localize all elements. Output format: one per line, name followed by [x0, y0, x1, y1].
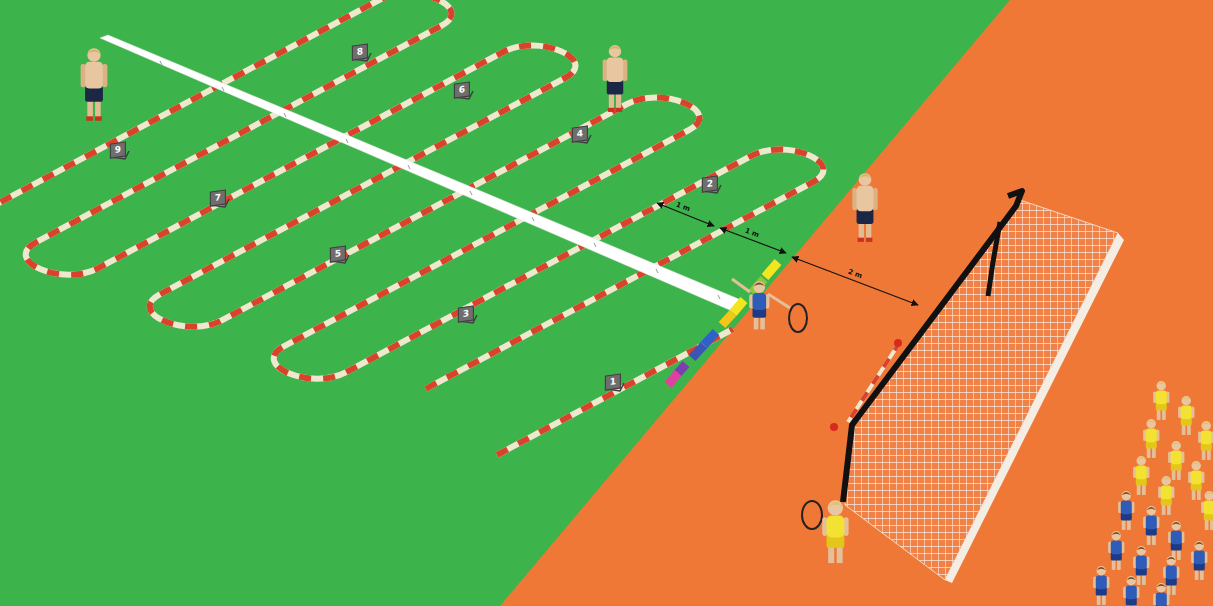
block [668, 373, 678, 385]
child-figure [749, 281, 769, 329]
block [722, 313, 733, 325]
child-figure [1133, 456, 1149, 495]
arm [732, 279, 750, 292]
block [765, 262, 778, 277]
child-figure [1158, 476, 1174, 515]
child-figure [1143, 419, 1159, 458]
child-figure [1188, 461, 1204, 500]
sign-board: 5 [330, 245, 346, 262]
sign-board: 6 [454, 81, 470, 98]
child-figure [822, 500, 848, 563]
sign-number: 5 [335, 248, 341, 260]
child-figure [1178, 396, 1194, 435]
tape-tick [160, 61, 720, 299]
child-figure [1153, 583, 1169, 606]
sign-number: 8 [357, 46, 363, 58]
coach-figure [603, 45, 628, 112]
sign-board: 1 [605, 373, 621, 390]
colored-blocks [668, 262, 778, 385]
coach-figure [81, 48, 108, 120]
child-figure [1168, 441, 1184, 480]
goal-drape [988, 222, 1000, 296]
child-figure [1093, 566, 1109, 605]
block [733, 300, 744, 313]
dimension-arrow [792, 257, 918, 305]
orange-court [500, 0, 1213, 606]
sign-number: 1 [610, 376, 616, 388]
arm [768, 294, 790, 308]
sign-board: 4 [572, 125, 588, 142]
goal-net-side [945, 233, 1124, 583]
dimension-label: 1 m [744, 227, 761, 240]
child-figure [1153, 381, 1169, 420]
course-line-dash [0, 0, 823, 389]
course-line-dash [497, 329, 733, 455]
child-figure [1143, 506, 1159, 545]
marker-dot [830, 423, 838, 431]
course-line-base [497, 329, 733, 455]
sign-number: 6 [459, 84, 465, 96]
child-figure [1123, 576, 1139, 606]
dimension-label: 2 m [847, 268, 864, 281]
sign-board: 9 [110, 141, 126, 158]
child-figure [1191, 541, 1207, 580]
sign-stand [111, 53, 721, 391]
sign-number: 9 [115, 144, 121, 156]
block [678, 364, 686, 373]
child-figure [1168, 521, 1184, 560]
course-line-base [0, 0, 823, 389]
sign-number: 3 [463, 308, 469, 320]
child-figure [1108, 531, 1124, 570]
measuring-tape [100, 35, 741, 311]
child-figure [1201, 491, 1213, 530]
marker-dot [894, 339, 902, 347]
sign-board: 2 [702, 175, 718, 192]
sign-number: 4 [577, 128, 583, 140]
coach-figure [852, 173, 877, 242]
sign-number: 2 [707, 178, 713, 190]
dimension-label: 1 m [675, 201, 692, 214]
sign-board: 7 [210, 189, 226, 206]
sign-board: 3 [458, 305, 474, 322]
child-figure [1198, 421, 1213, 460]
block [704, 332, 716, 345]
sign-board: 8 [352, 43, 368, 60]
hoop [789, 304, 807, 332]
block [692, 345, 704, 358]
child-figure [1118, 491, 1134, 530]
sign-number: 7 [215, 192, 221, 204]
hoop [802, 501, 822, 529]
